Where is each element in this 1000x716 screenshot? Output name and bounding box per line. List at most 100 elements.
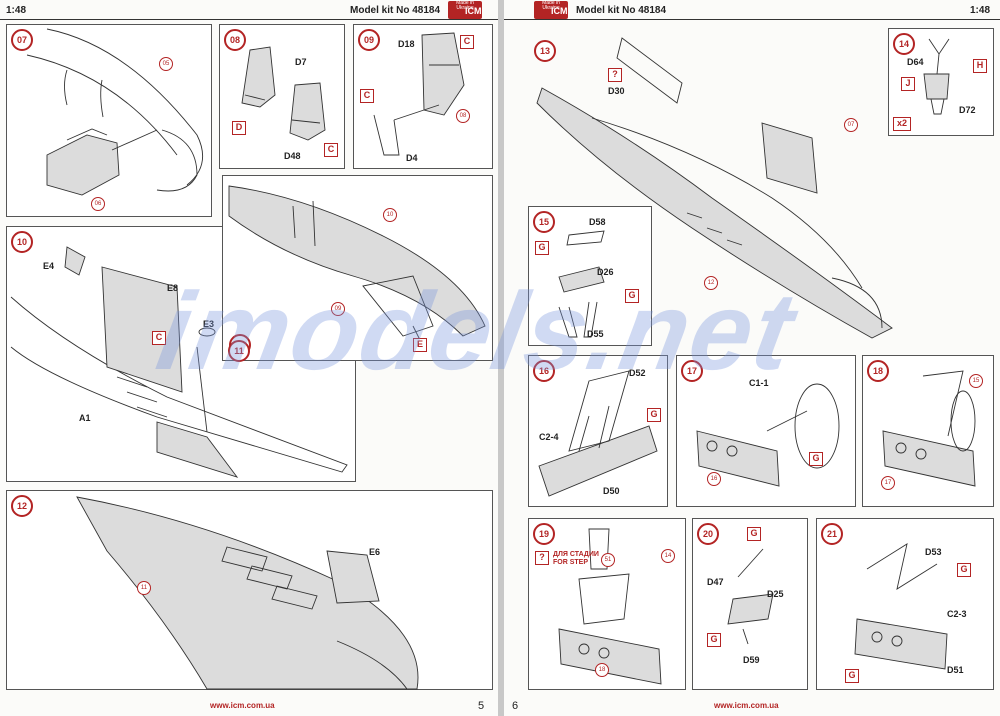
ref-08: 08 [456,109,470,123]
part-label: D25 [767,589,784,599]
quantity-badge: x2 [893,117,911,131]
part-label: D18 [398,39,415,49]
paint-code-badge: G [535,241,549,255]
paint-code-badge: G [625,289,639,303]
step-21-panel: 21 D53 G C2-3 G D51 [816,518,994,690]
ref-17: 17 [881,476,895,490]
step-21-drawing [854,543,948,670]
part-label: D58 [589,217,606,227]
paint-code-badge: ? [535,551,549,565]
step-11-panel: 10 10 09 E [222,175,493,361]
step-09-panel: 09 D18 D4 C C 08 [353,24,493,169]
scale-label: 1:48 [970,5,991,16]
step-08-panel: 08 D7 D48 D C [219,24,345,169]
step-16-panel: 16 D52 C2-4 D50 G [528,355,668,507]
step-19-drawing [558,528,662,685]
left-page-number: 5 [478,700,485,712]
ref-07: 07 [844,118,858,132]
left-page-footer: www.icm.com.ua [210,701,275,710]
paint-code-badge: G [647,408,661,422]
part-label: D47 [707,577,724,587]
step-15-panel: 15 D58 D26 D55 G G [528,206,652,346]
step-number: 17 [681,360,703,382]
step-number: 15 [533,211,555,233]
part-label: D51 [947,665,964,675]
part-label: C2-4 [539,432,559,442]
paint-code-badge: C [152,331,166,345]
step-10-drawing [10,246,348,478]
paint-code-badge: G [957,563,971,577]
step-number: 09 [358,29,380,51]
model-kit-label: Model kit No 48184 [576,5,667,16]
step-08-drawing [241,46,326,141]
paint-code-badge: H [973,59,987,73]
step-number: 10 [11,231,33,253]
part-label: C1-1 [749,378,769,388]
step-09-drawing [373,32,465,156]
step-number: 08 [224,29,246,51]
step-12-panel: 12 E6 11 [6,490,493,690]
step-18-panel: 18 15 17 [862,355,994,507]
part-label: E4 [43,261,55,271]
ref-05: 05 [159,57,173,71]
part-label: D64 [907,57,924,67]
paint-code-badge: G [747,527,761,541]
step-11-drawing [228,185,486,347]
ref-15: 15 [969,374,983,388]
step-16-drawing [538,370,658,497]
part-label: D53 [925,547,942,557]
right-page-footer: www.icm.com.ua [714,701,779,710]
part-label: D52 [629,368,646,378]
ref-12: 12 [704,276,718,290]
paint-code-badge: G [809,452,823,466]
part-label: D48 [284,151,301,161]
step-14-drawing [923,38,950,115]
part-label: C2-3 [947,609,967,619]
paint-code-badge: G [845,669,859,683]
part-label: D4 [406,153,418,163]
step-11-number: 11 [228,340,250,362]
ref-11: 11 [137,581,151,595]
part-label: A1 [79,413,91,423]
step-15-drawing [558,230,605,338]
ref-18: 18 [595,663,609,677]
paint-code-badge: C [460,35,474,49]
step-14-panel: 14 D64 D72 H J x2 [888,28,994,136]
part-label: E8 [167,283,179,293]
paint-code-badge: ? [608,68,622,82]
paint-code-badge: J [901,77,915,91]
step-07-panel: 07 05 06 [6,24,212,217]
paint-code-badge: D [232,121,246,135]
part-label: D30 [608,86,625,96]
paint-code-badge: C [324,143,338,157]
step-17-drawing [696,383,840,487]
step-number: 21 [821,523,843,545]
ref-10: 10 [383,208,397,222]
step-number: 16 [533,360,555,382]
part-label: D72 [959,105,976,115]
step-number: 07 [11,29,33,51]
part-label: D26 [597,267,614,277]
part-label: D55 [587,329,604,339]
part-label: D7 [295,57,307,67]
step-13-number: 13 [534,40,556,62]
step-17-panel: 17 C1-1 G 16 [676,355,856,507]
right-page-number: 6 [512,700,519,712]
step-18-drawing [882,370,976,487]
part-51-ref: 51 [601,553,615,567]
step-20-drawing [727,548,774,645]
step-12-drawing [76,496,419,690]
paint-code-badge: C [360,89,374,103]
step-number: 20 [697,523,719,545]
ref-09: 09 [331,302,345,316]
step-number: 14 [893,33,915,55]
step-number: 12 [11,495,33,517]
step-number: 19 [533,523,555,545]
